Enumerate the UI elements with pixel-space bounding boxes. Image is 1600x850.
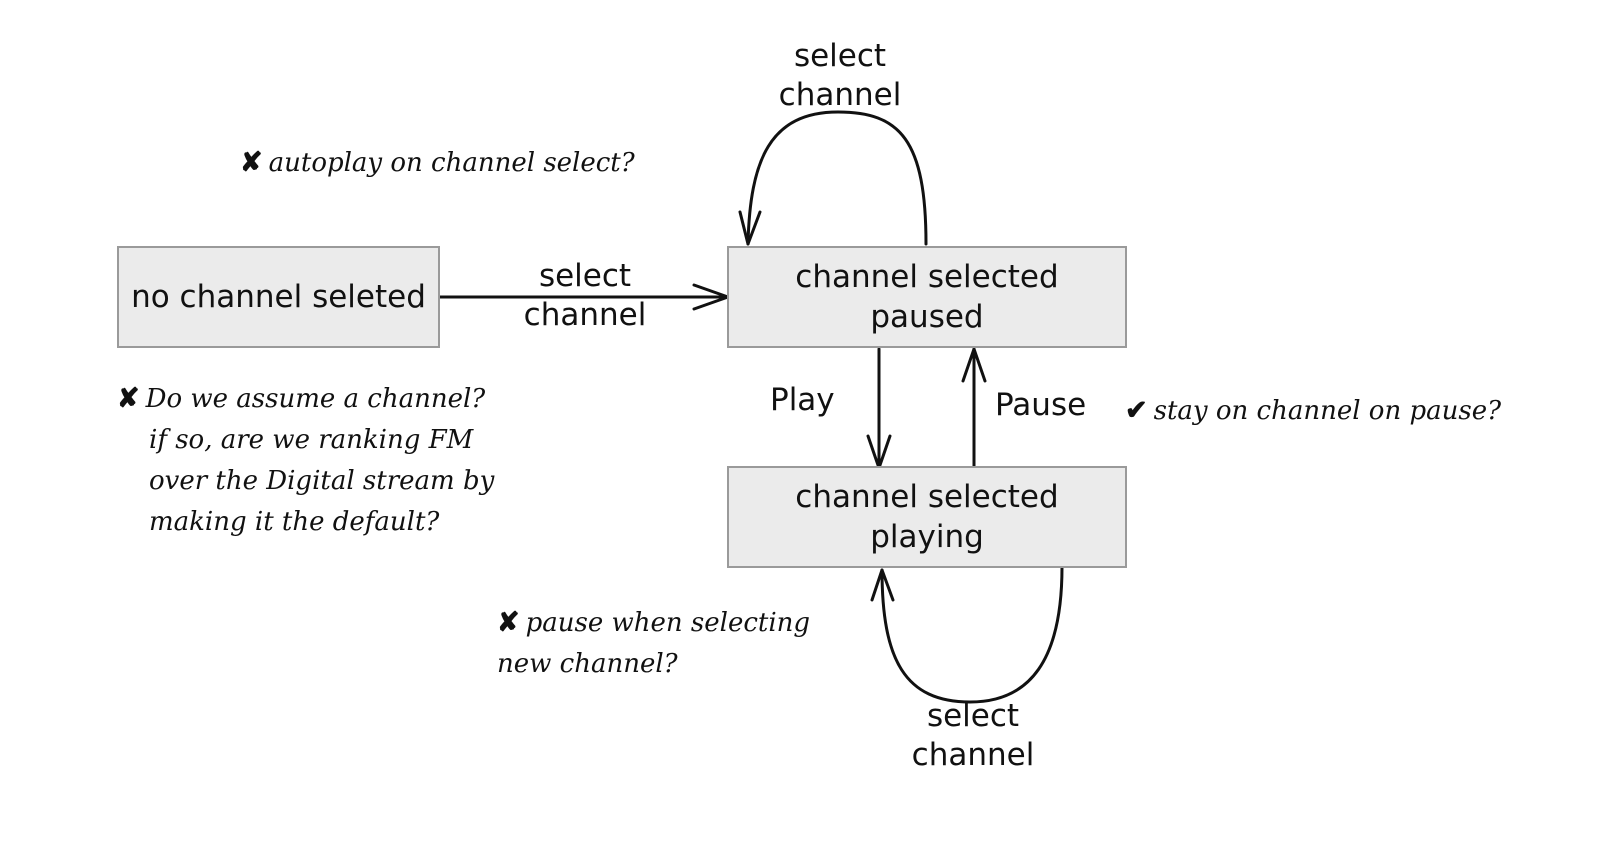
cross-icon: ✘	[117, 383, 140, 414]
label-paused-self-select-channel: select channel	[760, 37, 920, 115]
note-pause-when-selecting: ✘pause when selecting new channel?	[497, 602, 810, 685]
label-initial-select-line1: select	[538, 258, 632, 294]
state-no-channel-label: no channel seleted	[131, 279, 426, 315]
label-initial-select-line2: channel	[523, 297, 647, 333]
arrow-paused-self-loop	[746, 110, 928, 246]
note-assume-line3: over the Digital stream by	[149, 466, 495, 496]
arrowhead-paused-self-loop	[738, 210, 762, 246]
label-playing-self-select-line2: channel	[911, 737, 1035, 773]
note-assume-channel: ✘Do we assume a channel? if so, are we r…	[117, 378, 494, 543]
label-initial-select-channel: select channel	[510, 257, 660, 335]
note-assume-line1: Do we assume a channel?	[145, 384, 486, 414]
state-channel-selected-paused: channel selected paused	[727, 246, 1127, 348]
label-play: Play	[770, 382, 835, 418]
note-assume-line2: if so, are we ranking FM	[149, 425, 474, 455]
arrowhead-pause	[961, 347, 987, 383]
state-playing-label-line2: playing	[870, 519, 984, 555]
state-paused-label-line2: paused	[870, 299, 984, 335]
state-playing-label-line1: channel selected	[795, 479, 1059, 515]
state-no-channel-selected: no channel seleted	[117, 246, 440, 348]
note-autoplay-text: autoplay on channel select?	[268, 148, 635, 178]
cross-icon: ✘	[240, 147, 263, 178]
state-paused-label-line1: channel selected	[795, 259, 1059, 295]
state-channel-selected-playing: channel selected playing	[727, 466, 1127, 568]
arrowhead-playing-self-loop	[870, 568, 895, 602]
note-pause-line1: pause when selecting	[525, 608, 811, 638]
label-paused-self-select-line2: channel	[778, 77, 902, 113]
label-playing-self-select-channel: select channel	[893, 697, 1053, 775]
arrow-playing-self-loop	[880, 565, 1064, 704]
note-stay-on-channel: ✔stay on channel on pause?	[1125, 390, 1501, 432]
check-icon: ✔	[1125, 395, 1148, 426]
label-playing-self-select-line1: select	[926, 698, 1020, 734]
label-pause: Pause	[995, 387, 1087, 423]
note-stay-text: stay on channel on pause?	[1153, 396, 1502, 426]
note-pause-line2: new channel?	[497, 649, 678, 679]
note-autoplay: ✘autoplay on channel select?	[240, 142, 635, 184]
cross-icon: ✘	[497, 607, 520, 638]
label-paused-self-select-line1: select	[793, 38, 887, 74]
note-assume-line4: making it the default?	[149, 507, 440, 537]
